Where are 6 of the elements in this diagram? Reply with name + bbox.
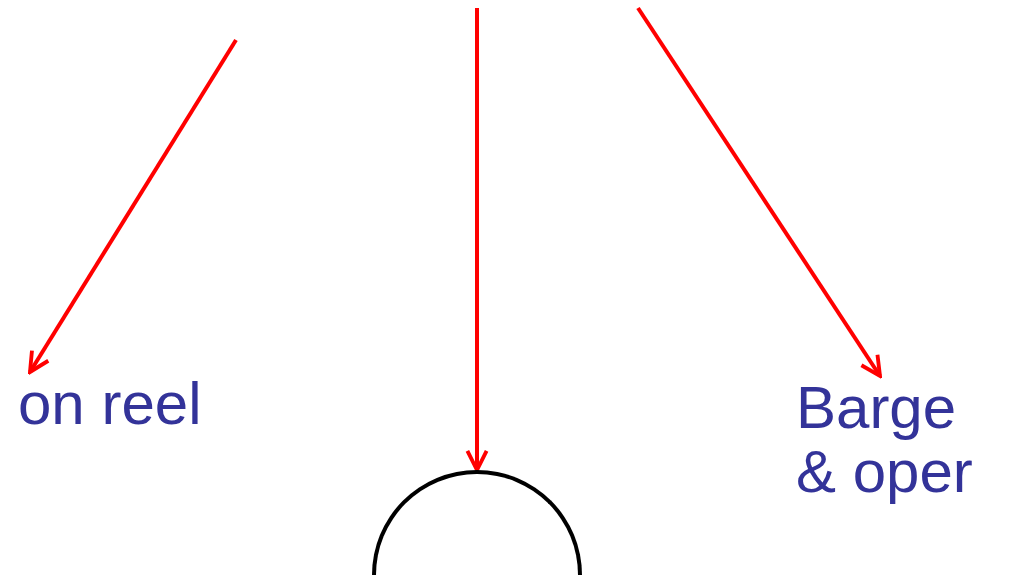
arrow <box>636 6 882 378</box>
circle-outline <box>372 470 582 575</box>
node-label: Barge & oper <box>796 376 974 504</box>
arrow <box>28 38 238 374</box>
arrow <box>465 8 489 472</box>
node-label: on reel <box>18 372 202 436</box>
